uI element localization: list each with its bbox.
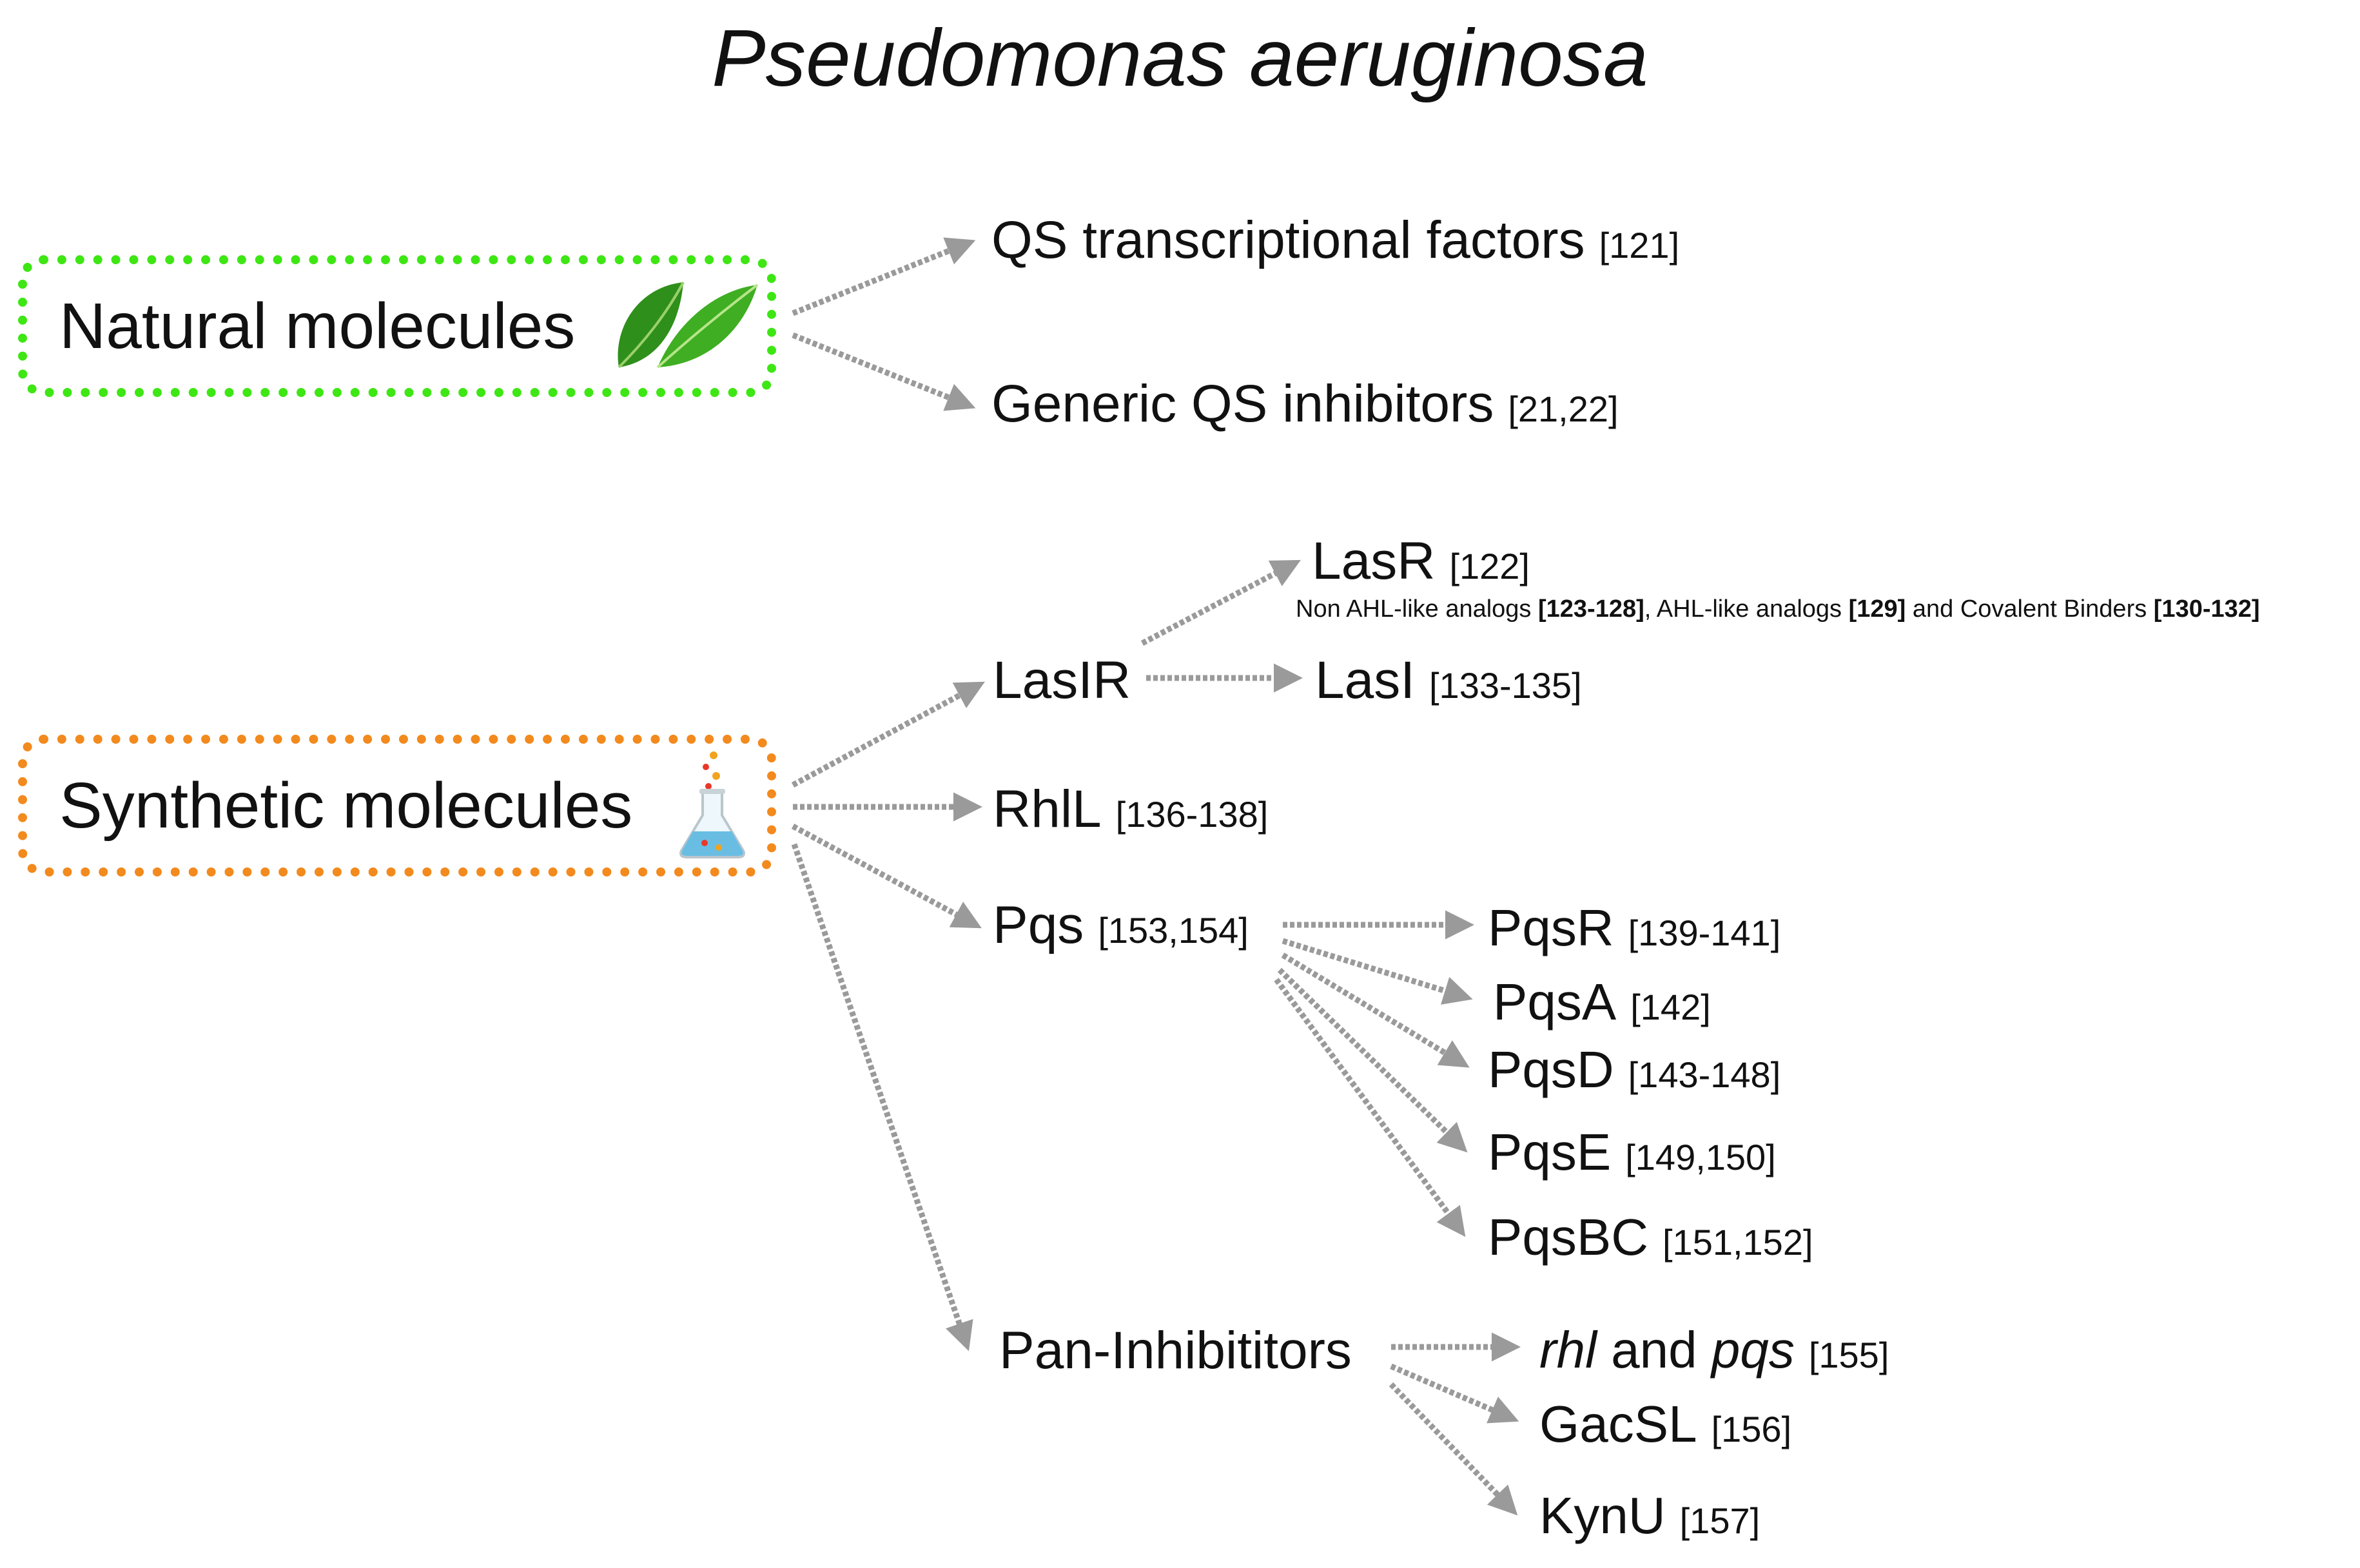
ref-21-22: [21,22] xyxy=(1508,389,1619,429)
arrow-synthetic-to-pqs xyxy=(791,824,982,929)
pqse-node: PqsE[149,150] xyxy=(1488,1123,1776,1181)
diagram-title: Pseudomonas aeruginosa xyxy=(712,14,1648,103)
gacsl-node: GacSL[156] xyxy=(1539,1395,1792,1453)
arrow-natural-to-generic-inhibitors xyxy=(792,332,976,411)
ref-139-141: [139-141] xyxy=(1628,913,1781,953)
lasir-node: LasIR xyxy=(993,651,1131,710)
generic-qs-inhibitors: Generic QS inhibitors[21,22] xyxy=(991,374,1619,433)
ref-149-150: [149,150] xyxy=(1625,1137,1776,1177)
arrow-pqs-to-pqsa xyxy=(1282,938,1473,1005)
synthetic-molecules-label: Synthetic molecules xyxy=(59,769,633,842)
ref-142: [142] xyxy=(1630,987,1711,1027)
ref-156: [156] xyxy=(1711,1409,1792,1449)
arrow-pqs-to-pqse xyxy=(1277,967,1468,1153)
ref-133-135: [133-135] xyxy=(1429,665,1582,706)
pqsbc-node: PqsBC[151,152] xyxy=(1488,1208,1813,1266)
pqs-node: Pqs[153,154] xyxy=(993,896,1249,954)
rhl-and-pqs-node: rhl and pqs[155] xyxy=(1539,1321,1889,1379)
arrow-pan-to-kynu xyxy=(1389,1382,1518,1516)
pqsa-node: PqsA[142] xyxy=(1493,973,1711,1031)
leaf-icon xyxy=(618,282,759,369)
rhll-node: RhlL[136-138] xyxy=(993,780,1269,838)
ref-153-154: [153,154] xyxy=(1098,910,1249,951)
ref-121: [121] xyxy=(1599,225,1680,266)
arrow-pan-to-gacsl xyxy=(1390,1363,1519,1424)
pqsr-node: PqsR[139-141] xyxy=(1488,899,1781,956)
ref-122: [122] xyxy=(1449,546,1530,586)
natural-molecules-box: Natural molecules xyxy=(18,255,776,397)
ref-155: [155] xyxy=(1808,1335,1889,1375)
natural-molecules-label: Natural molecules xyxy=(59,289,576,362)
kynu-node: KynU[157] xyxy=(1539,1487,1760,1544)
pqsd-node: PqsD[143-148] xyxy=(1488,1041,1781,1098)
ref-143-148: [143-148] xyxy=(1628,1054,1781,1095)
arrow-natural-to-qs-factors xyxy=(792,237,976,316)
qs-transcriptional-factors: QS transcriptional factors[121] xyxy=(991,211,1680,269)
lasr-node: LasR[122] xyxy=(1312,532,1530,590)
flask-icon xyxy=(679,751,745,858)
arrow-lasir-to-lasr xyxy=(1140,559,1301,646)
arrow-pqs-to-pqsbc xyxy=(1274,978,1466,1237)
synthetic-molecules-box: Synthetic molecules xyxy=(18,735,776,876)
ref-151-152: [151,152] xyxy=(1662,1222,1813,1263)
ref-136-138: [136-138] xyxy=(1115,794,1269,835)
lasi-node: LasI[133-135] xyxy=(1315,651,1582,710)
arrow-synthetic-to-lasir xyxy=(791,681,985,788)
ref-157: [157] xyxy=(1679,1500,1760,1541)
arrow-synthetic-to-pan xyxy=(791,843,973,1351)
lasr-note: Non AHL-like analogs [123-128], AHL-like… xyxy=(1296,595,2260,623)
pan-inhibitors-node: Pan-Inhibititors xyxy=(999,1321,1352,1380)
